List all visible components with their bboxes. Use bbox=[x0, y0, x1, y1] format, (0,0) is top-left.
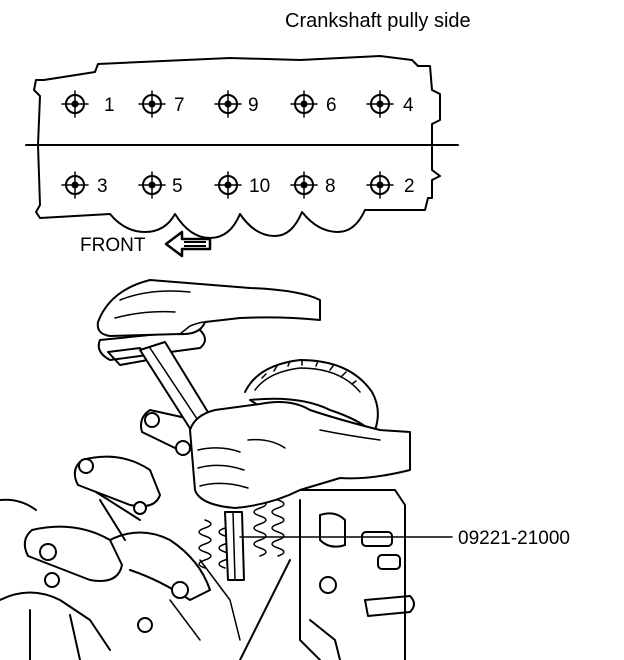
bolt-top-4: 4 bbox=[366, 90, 414, 118]
bolt-top-7: 7 bbox=[138, 90, 185, 118]
rocker-assembly bbox=[0, 409, 241, 660]
bolt-number: 5 bbox=[172, 176, 183, 197]
bolt-number: 8 bbox=[325, 176, 336, 197]
diagram-title: Crankshaft pully side bbox=[285, 10, 471, 32]
arrow-left-icon bbox=[164, 230, 212, 258]
bolt-bottom-8: 8 bbox=[290, 171, 336, 199]
tool-part-number: 09221-21000 bbox=[458, 528, 570, 549]
upper-hand bbox=[96, 279, 321, 337]
bolt-number: 9 bbox=[248, 95, 259, 116]
bolt-head-icon bbox=[366, 90, 394, 118]
bolt-head-icon bbox=[61, 171, 89, 199]
bolt-bottom-2: 2 bbox=[366, 171, 415, 199]
bolt-bottom-5: 5 bbox=[138, 171, 183, 199]
cylinder-head-outline bbox=[25, 55, 459, 239]
bolt-top-6: 6 bbox=[290, 90, 337, 118]
bolt-head-icon bbox=[138, 90, 166, 118]
bolt-head-icon bbox=[290, 90, 318, 118]
bolt-bottom-3: 3 bbox=[61, 171, 108, 199]
bolt-number: 3 bbox=[97, 176, 108, 197]
engine-illustration bbox=[0, 279, 415, 660]
bolt-top-9: 9 bbox=[214, 90, 259, 118]
bolt-number: 2 bbox=[404, 176, 415, 197]
tool-callout: 09221-21000 bbox=[239, 528, 570, 549]
bolt-number: 4 bbox=[403, 95, 414, 116]
bolt-head-icon bbox=[366, 171, 394, 199]
bolt-number: 7 bbox=[174, 95, 185, 116]
bolt-number: 1 bbox=[104, 95, 115, 116]
bolt-head-icon bbox=[61, 90, 89, 118]
front-indicator: FRONT bbox=[80, 230, 212, 258]
bolt-top-1: 1 bbox=[61, 90, 115, 118]
bolt-head-icon bbox=[290, 171, 318, 199]
head-block bbox=[284, 489, 415, 660]
bolt-bottom-10: 10 bbox=[214, 171, 270, 199]
bolt-head-icon bbox=[214, 171, 242, 199]
guide-line bbox=[239, 559, 291, 660]
bolt-head-icon bbox=[214, 90, 242, 118]
bolt-number: 10 bbox=[249, 176, 270, 197]
bolt-number: 6 bbox=[326, 95, 337, 116]
bolt-head-icon bbox=[138, 171, 166, 199]
front-label: FRONT bbox=[80, 235, 146, 256]
lower-hand bbox=[189, 401, 411, 509]
